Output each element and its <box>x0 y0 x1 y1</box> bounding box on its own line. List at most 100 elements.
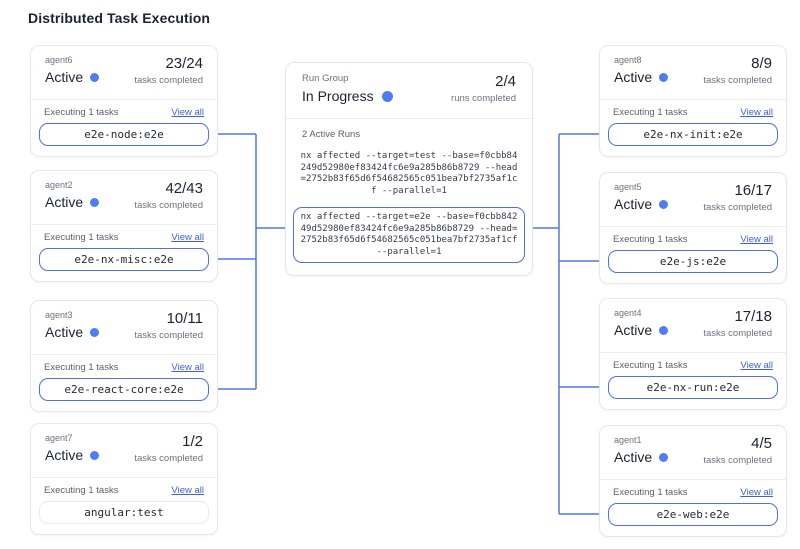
agent-summary: agent6 Active 23/24 tasks completed <box>31 46 217 99</box>
agent-name: agent3 <box>45 310 73 320</box>
agent-status: Active <box>45 192 100 212</box>
agent-summary: agent1 Active 4/5 tasks completed <box>600 426 786 479</box>
status-dot-icon <box>381 91 393 102</box>
executing-label: Executing 1 tasks <box>613 360 688 371</box>
executing-label: Executing 1 tasks <box>44 362 119 373</box>
agent-progress-caption: tasks completed <box>134 75 203 86</box>
agent-status: Active <box>45 445 100 465</box>
agent-summary: agent4 Active 17/18 tasks completed <box>600 299 786 352</box>
status-dot-icon <box>659 199 669 209</box>
agent-tasks-section: Executing 1 tasks View all e2e-react-cor… <box>31 354 217 411</box>
agent-card-agent8: agent8 Active 8/9 tasks completed Execut… <box>599 45 787 157</box>
agent-status-label: Active <box>614 449 653 465</box>
status-dot-icon <box>90 197 100 207</box>
task-pill[interactable]: e2e-node:e2e <box>39 123 209 146</box>
agent-progress-caption: tasks completed <box>703 202 772 213</box>
agent-tasks-section: Executing 1 tasks View all e2e-nx-misc:e… <box>31 224 217 281</box>
status-dot-icon <box>659 72 669 82</box>
agent-tasks-section: Executing 1 tasks View all e2e-nx-run:e2… <box>600 352 786 409</box>
status-dot-icon <box>90 72 100 82</box>
agent-summary: agent3 Active 10/11 tasks completed <box>31 301 217 354</box>
task-pill[interactable]: e2e-nx-misc:e2e <box>39 248 209 271</box>
page-title: Distributed Task Execution <box>28 10 211 26</box>
agent-tasks-section: Executing 1 tasks View all angular:test <box>31 477 217 534</box>
run-group-status-label: In Progress <box>302 88 374 104</box>
view-all-link[interactable]: View all <box>171 232 204 243</box>
run-group-label: Run Group <box>302 73 349 84</box>
agent-progress-caption: tasks completed <box>134 330 203 341</box>
agent-tasks-section: Executing 1 tasks View all e2e-web:e2e <box>600 479 786 536</box>
agent-card-agent3: agent3 Active 10/11 tasks completed Exec… <box>30 300 218 412</box>
agent-status-label: Active <box>614 322 653 338</box>
active-runs-section: 2 Active Runs nx affected --target=test … <box>286 118 532 275</box>
view-all-link[interactable]: View all <box>171 362 204 373</box>
agent-name: agent4 <box>614 308 642 318</box>
executing-label: Executing 1 tasks <box>613 234 688 245</box>
view-all-link[interactable]: View all <box>740 234 773 245</box>
task-pill[interactable]: e2e-nx-init:e2e <box>608 123 778 146</box>
run-group-card: Run Group In Progress 2/4 runs completed… <box>285 62 533 276</box>
run-command[interactable]: nx affected --target=test --base=f0cbb84… <box>300 151 518 196</box>
agent-summary: agent2 Active 42/43 tasks completed <box>31 171 217 224</box>
agent-status: Active <box>614 194 669 214</box>
agent-status: Active <box>45 322 100 342</box>
run-command-highlighted[interactable]: nx affected --target=e2e --base=f0cbb842… <box>293 207 525 263</box>
view-all-link[interactable]: View all <box>740 360 773 371</box>
agent-card-agent2: agent2 Active 42/43 tasks completed Exec… <box>30 170 218 282</box>
agent-tasks-section: Executing 1 tasks View all e2e-nx-init:e… <box>600 99 786 156</box>
task-pill[interactable]: e2e-nx-run:e2e <box>608 376 778 399</box>
agent-progress: 8/9 <box>751 55 772 72</box>
executing-label: Executing 1 tasks <box>613 107 688 118</box>
view-all-link[interactable]: View all <box>171 485 204 496</box>
agent-card-agent4: agent4 Active 17/18 tasks completed Exec… <box>599 298 787 410</box>
executing-label: Executing 1 tasks <box>613 487 688 498</box>
view-all-link[interactable]: View all <box>171 107 204 118</box>
agent-summary: agent7 Active 1/2 tasks completed <box>31 424 217 477</box>
agent-progress-caption: tasks completed <box>134 453 203 464</box>
status-dot-icon <box>659 452 669 462</box>
agent-name: agent7 <box>45 433 73 443</box>
agent-name: agent2 <box>45 180 73 190</box>
view-all-link[interactable]: View all <box>740 107 773 118</box>
task-pill[interactable]: e2e-react-core:e2e <box>39 378 209 401</box>
task-pill[interactable]: angular:test <box>39 501 209 524</box>
agent-status: Active <box>614 320 669 340</box>
executing-label: Executing 1 tasks <box>44 232 119 243</box>
agent-name: agent8 <box>614 55 642 65</box>
run-group-summary: Run Group In Progress 2/4 runs completed <box>286 63 532 118</box>
agent-progress: 16/17 <box>734 182 772 199</box>
agent-progress: 23/24 <box>165 55 203 72</box>
agent-card-agent6: agent6 Active 23/24 tasks completed Exec… <box>30 45 218 157</box>
view-all-link[interactable]: View all <box>740 487 773 498</box>
agent-progress-caption: tasks completed <box>134 200 203 211</box>
agent-status-label: Active <box>45 324 84 340</box>
active-runs-label: 2 Active Runs <box>302 129 361 140</box>
agent-progress: 1/2 <box>182 433 203 450</box>
agent-summary: agent8 Active 8/9 tasks completed <box>600 46 786 99</box>
run-group-progress: 2/4 <box>495 73 516 90</box>
agent-status: Active <box>614 447 669 467</box>
agent-summary: agent5 Active 16/17 tasks completed <box>600 173 786 226</box>
agent-status-label: Active <box>614 196 653 212</box>
agent-status-label: Active <box>614 69 653 85</box>
agent-status-label: Active <box>45 447 84 463</box>
executing-label: Executing 1 tasks <box>44 107 119 118</box>
agent-card-agent5: agent5 Active 16/17 tasks completed Exec… <box>599 172 787 284</box>
agent-name: agent5 <box>614 182 642 192</box>
agent-card-agent7: agent7 Active 1/2 tasks completed Execut… <box>30 423 218 535</box>
task-pill[interactable]: e2e-web:e2e <box>608 503 778 526</box>
agent-progress: 10/11 <box>166 310 203 327</box>
agent-progress: 42/43 <box>165 180 203 197</box>
agent-status-label: Active <box>45 69 84 85</box>
agent-status-label: Active <box>45 194 84 210</box>
agent-status: Active <box>614 67 669 87</box>
run-group-progress-caption: runs completed <box>451 93 516 104</box>
status-dot-icon <box>90 450 100 460</box>
agent-progress-caption: tasks completed <box>703 328 772 339</box>
status-dot-icon <box>90 327 100 337</box>
task-pill[interactable]: e2e-js:e2e <box>608 250 778 273</box>
agent-progress-caption: tasks completed <box>703 75 772 86</box>
run-group-status: In Progress <box>302 87 393 106</box>
agent-tasks-section: Executing 1 tasks View all e2e-node:e2e <box>31 99 217 156</box>
